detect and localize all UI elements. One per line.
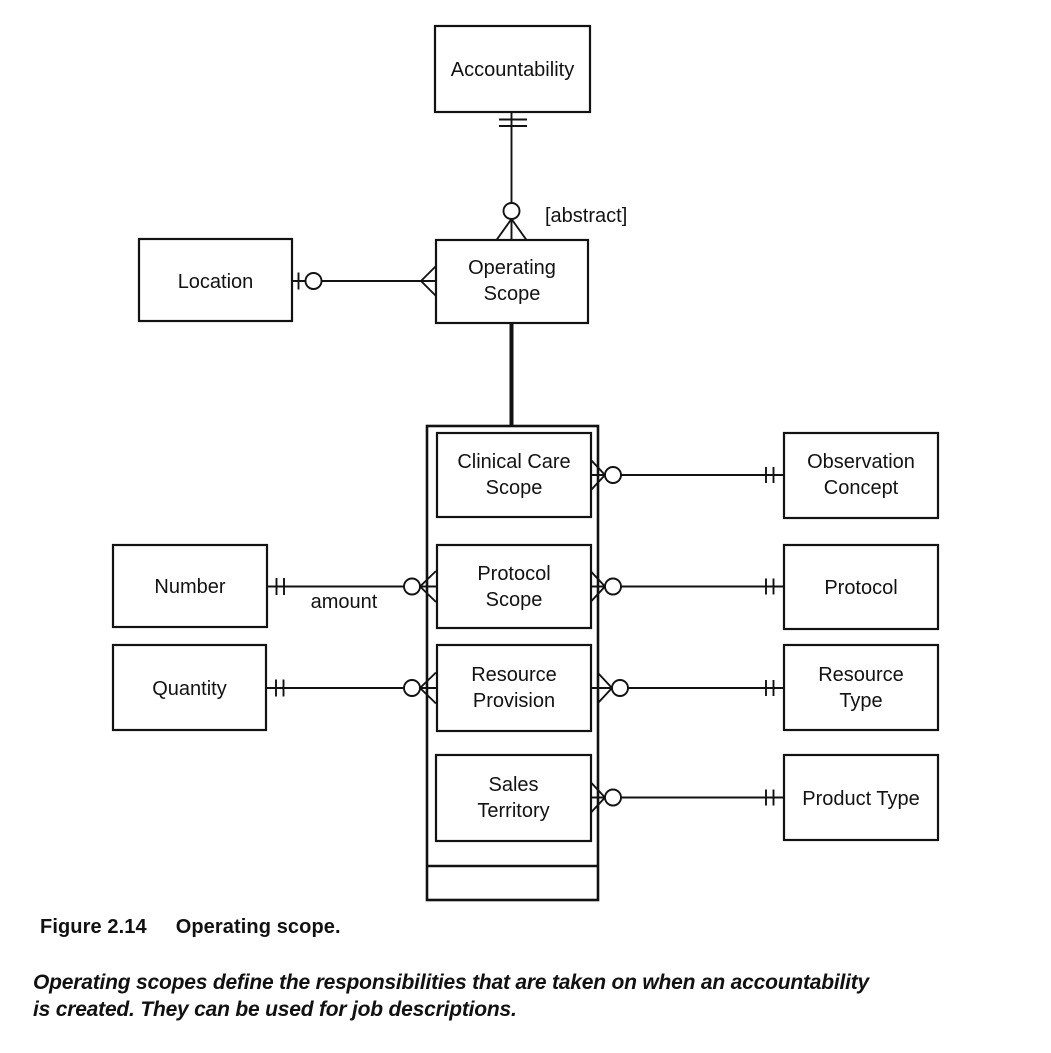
protocol-box [782,543,940,631]
resource-provision-resource-type-connector [591,672,784,704]
clinical-care-scope-label-line1: Clinical Care [457,451,570,473]
location-operating-scope-connector [292,265,437,297]
operating-scope-box [434,238,590,325]
figure-description: Operating scopes define the responsibili… [33,969,869,1023]
optional-circle-icon [502,202,521,220]
optional-circle-icon [604,788,622,807]
optional-circle-icon [403,679,421,697]
clinical-care-observation-connector [590,459,784,491]
crow-foot-many-icon [495,218,528,241]
observation-concept-label-line2: Concept [824,477,899,499]
operating-scope-diagram: Accountability Location Operating Scope … [111,24,940,902]
description-line2: is created. They can be used for job des… [33,998,517,1021]
product-type-box [782,753,940,842]
accountability-operating-scope-connector [495,112,528,241]
abstract-annotation: [abstract] [545,205,627,227]
observation-concept-label-line1: Observation [807,451,915,473]
figure-caption: Figure 2.14 Operating scope. [40,916,341,939]
resource-provision-label-line2: Provision [473,690,555,712]
figure-title: Operating scope. [175,916,341,938]
resource-provision-box [435,643,593,733]
mandatory-bars-icon [499,118,527,127]
resource-type-label-line2: Type [839,690,882,712]
mandatory-bars-icon [275,578,285,595]
protocol-label: Protocol [824,577,897,599]
accountability-box [433,24,592,114]
resource-type-box [782,643,940,732]
resource-type-label-line1: Resource [818,664,904,686]
protocol-scope-protocol-connector [590,570,784,603]
observation-concept-box [782,431,940,520]
protocol-scope-label-line1: Protocol [477,563,550,585]
operating-scope-label-line1: Operating [468,257,556,279]
crow-foot-many-icon [597,672,613,704]
protocol-scope-label-line2: Scope [486,589,543,611]
subtype-container-box [425,424,600,902]
resource-provision-label-line1: Resource [471,664,557,686]
clinical-care-scope-label-line2: Scope [486,477,543,499]
protocol-scope-box [435,543,593,630]
crow-foot-many-icon [420,265,437,297]
mandatory-bars-icon [275,679,285,697]
product-type-label: Product Type [802,788,919,810]
optional-circle-icon [604,466,622,484]
optional-circle-icon [604,577,622,596]
mandatory-bars-icon [765,680,775,696]
figure-number: Figure 2.14 [40,916,147,938]
number-box [111,543,269,629]
mandatory-bars-icon [765,578,775,595]
location-box [137,237,294,323]
optional-circle-icon [403,577,421,596]
quantity-box [111,643,268,732]
description-line1: Operating scopes define the responsibili… [33,971,870,994]
sales-territory-label-line1: Sales [488,774,538,796]
sales-territory-box [434,753,593,843]
quantity-resource-provision-connector [266,671,437,705]
sales-territory-product-type-connector [590,781,784,814]
clinical-care-scope-box [435,431,593,519]
number-label: Number [154,576,225,598]
amount-annotation: amount [311,591,378,613]
mandatory-bars-icon [765,467,775,483]
optional-circle-icon [611,679,629,697]
mandatory-bars-icon [765,789,775,806]
quantity-label: Quantity [152,678,226,700]
accountability-label: Accountability [451,59,574,81]
operating-scope-label-line2: Scope [484,283,541,305]
sales-territory-label-line2: Territory [477,800,549,822]
location-label: Location [178,271,254,293]
optional-circle-icon [304,272,323,290]
